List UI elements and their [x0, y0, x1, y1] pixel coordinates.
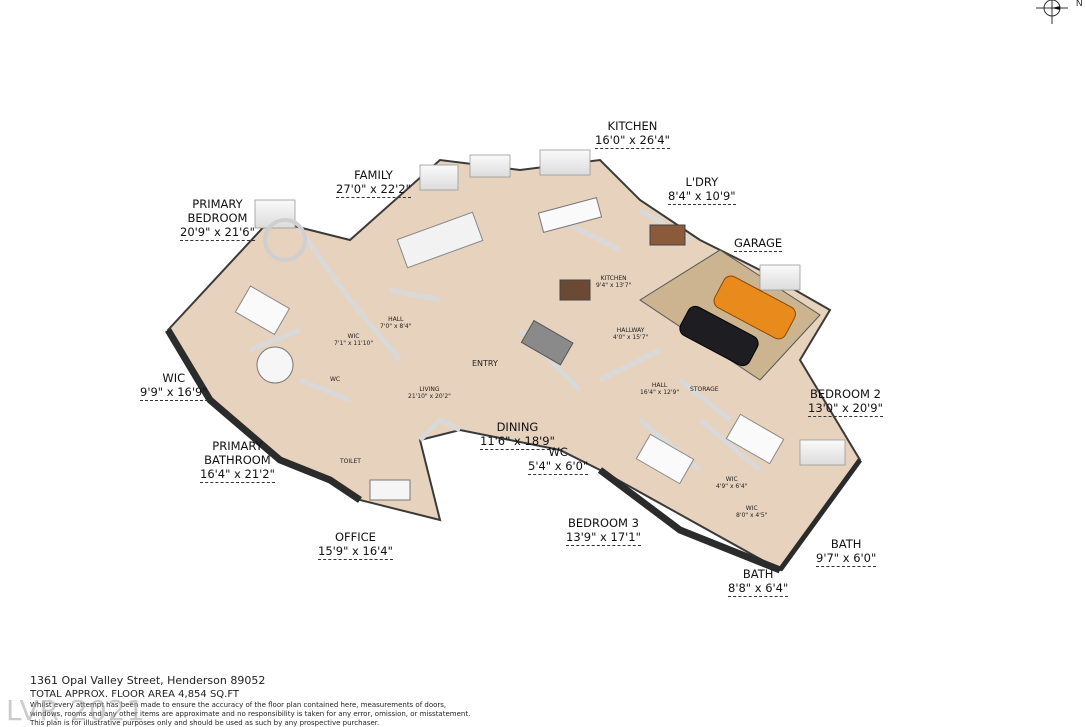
primary-bedroom-name1: PRIMARY: [192, 197, 243, 211]
small-wic-c: WIC 8'0" x 4'5": [736, 505, 767, 519]
label-office: OFFICE 15'9" x 16'4": [318, 530, 393, 560]
small-wic-b: WIC 4'9" x 6'4": [716, 476, 747, 490]
label-dining: DINING 11'6" x 18'9": [480, 420, 555, 450]
outer-wall-right2: [777, 458, 863, 572]
dining-dim: 11'6" x 18'9": [480, 434, 555, 450]
primary-bath-dim: 16'4" x 21'2": [200, 467, 275, 483]
compass-rose-icon: [1036, 0, 1068, 24]
outer-wall-right: [597, 467, 782, 574]
laundry-name: L'DRY: [685, 175, 719, 189]
tub: [256, 346, 294, 384]
primary-bath-name1: PRIMARY: [212, 439, 263, 453]
label-bath-b: BATH 8'8" x 6'4": [728, 567, 789, 597]
small-kitchen-name: KITCHEN: [600, 275, 627, 282]
office-name: OFFICE: [334, 530, 376, 544]
small-hall-right-name: HALL: [651, 382, 668, 389]
furniture: [234, 196, 785, 501]
label-family: FAMILY 27'0" x 22'2": [336, 168, 411, 198]
small-hallway-name: HALLWAY: [616, 327, 645, 334]
small-kitchen-dim: 9'4" x 13'7": [596, 282, 632, 289]
small-wic-b-dim: 4'9" x 6'4": [716, 483, 748, 490]
small-storage: STORAGE: [690, 386, 719, 393]
label-garage: GARAGE: [734, 236, 783, 252]
laundry-dim: 8'4" x 10'9": [668, 189, 736, 205]
small-living-dim: 21'10" x 20'2": [408, 393, 451, 400]
label-bath-a: BATH 9'7" x 6'0": [816, 537, 877, 567]
family-dim: 27'0" x 22'2": [336, 182, 411, 198]
disclaimer-2: windows, rooms and any other items are a…: [30, 710, 471, 718]
small-wic-name: WIC: [347, 333, 360, 340]
address: 1361 Opal Valley Street, Henderson 89052: [30, 674, 266, 687]
family-name: FAMILY: [354, 168, 393, 182]
bedroom2-dim: 13'0" x 20'9": [808, 401, 883, 417]
round-window: [263, 218, 307, 262]
small-living: LIVING 21'10" x 20'2": [408, 386, 451, 400]
bedroom3-name: BEDROOM 3: [567, 516, 639, 530]
small-toilet: TOILET: [340, 458, 361, 465]
label-wic-primary: WIC 9'9" x 16'9": [140, 371, 208, 401]
small-living-name: LIVING: [419, 386, 440, 393]
primary-bedroom-dim: 20'9" x 21'6": [180, 225, 255, 241]
bath-b-dim: 8'8" x 6'4": [728, 581, 789, 597]
small-hall-right: HALL 16'4" x 12'9": [640, 382, 679, 396]
disclaimer-3: This plan is for illustrative purposes o…: [30, 719, 380, 727]
window-walls: [254, 149, 846, 466]
small-entry-name: ENTRY: [472, 359, 498, 368]
primary-bath-name2: BATHROOM: [204, 453, 271, 467]
small-wic-c-name: WIC: [745, 505, 758, 512]
label-kitchen: KITCHEN 16'0" x 26'4": [595, 119, 670, 149]
small-wic-b-name: WIC: [725, 476, 738, 483]
disclaimer-1: Whilst every attempt has been made to en…: [30, 701, 447, 709]
garage-name: GARAGE: [734, 236, 783, 252]
dining-name: DINING: [496, 420, 539, 434]
wic-primary-dim: 9'9" x 16'9": [140, 385, 208, 401]
small-hallway-dim: 4'0" x 15'7": [613, 334, 649, 341]
compass: N: [1030, 0, 1086, 28]
wc-dim: 5'4" x 6'0": [528, 459, 589, 475]
label-wc: WC 5'4" x 6'0": [528, 445, 589, 475]
small-wc: WC: [330, 376, 340, 383]
small-hall-right-dim: 16'4" x 12'9": [640, 389, 680, 396]
kitchen-dim: 16'0" x 26'4": [595, 133, 670, 149]
small-wc-name: WC: [330, 376, 341, 383]
bath-b-name: BATH: [742, 567, 774, 581]
office-dim: 15'9" x 16'4": [318, 544, 393, 560]
wc-name: WC: [548, 445, 568, 459]
small-hall-left-dim: 7'0" x 8'4": [380, 323, 412, 330]
small-kitchen: KITCHEN 9'4" x 13'7": [596, 275, 631, 289]
small-entry: ENTRY: [472, 359, 498, 368]
small-wic: WIC 7'1" x 11'10": [334, 333, 373, 347]
small-hall-left: HALL 7'0" x 8'4": [380, 316, 411, 330]
small-wic-c-dim: 8'0" x 4'5": [736, 512, 768, 519]
floor-area: TOTAL APPROX. FLOOR AREA 4,854 SQ.FT: [30, 689, 240, 700]
small-hallway: HALLWAY 4'0" x 15'7": [613, 327, 648, 341]
watermark: LVR 2021: [6, 694, 146, 727]
small-hall-left-name: HALL: [388, 316, 404, 323]
label-primary-bath: PRIMARY BATHROOM 16'4" x 21'2": [200, 439, 275, 483]
label-bedroom2: BEDROOM 2 13'0" x 20'9": [808, 387, 883, 417]
small-toilet-name: TOILET: [340, 458, 361, 465]
label-bedroom3: BEDROOM 3 13'9" x 17'1": [566, 516, 641, 546]
primary-bedroom-name2: BEDROOM: [187, 211, 248, 225]
bedroom2-name: BEDROOM 2: [809, 387, 881, 401]
bath-a-name: BATH: [830, 537, 862, 551]
bath-a-dim: 9'7" x 6'0": [816, 551, 877, 567]
garage-cars: [679, 275, 796, 367]
compass-label: N: [1076, 0, 1083, 8]
label-primary-bedroom: PRIMARY BEDROOM 20'9" x 21'6": [180, 197, 255, 241]
interior-walls: [249, 207, 762, 472]
small-wic-dim: 7'1" x 11'10": [334, 340, 374, 347]
bedroom3-dim: 13'9" x 17'1": [566, 530, 641, 546]
outer-wall-left: [164, 328, 362, 503]
kitchen-name: KITCHEN: [607, 119, 658, 133]
small-storage-name: STORAGE: [690, 386, 719, 393]
label-laundry: L'DRY 8'4" x 10'9": [668, 175, 736, 205]
wic-primary-name: WIC: [162, 371, 186, 385]
